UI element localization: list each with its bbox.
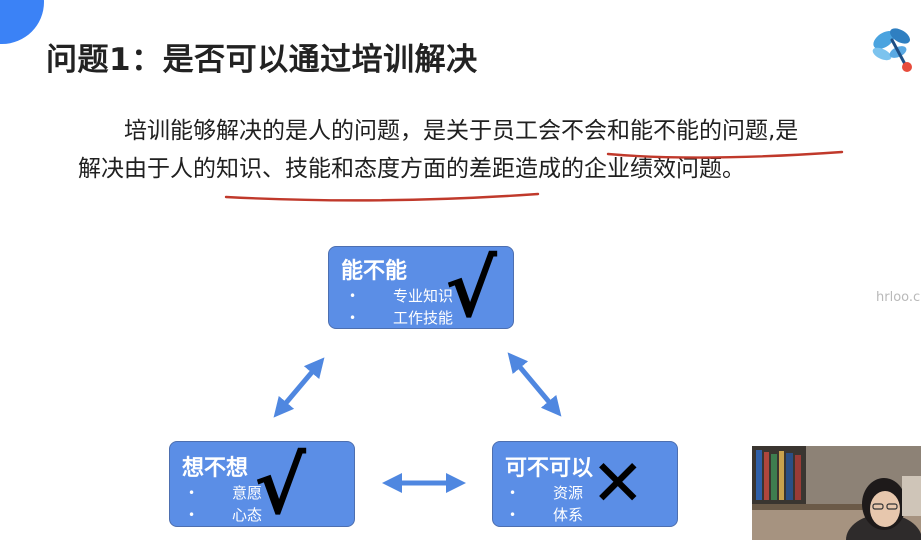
- node-capability-list: 专业知识 工作技能: [349, 285, 453, 329]
- node-willingness: 想不想 意愿 心态 √: [169, 441, 355, 527]
- checkmark-icon: √: [445, 245, 498, 335]
- node-capability: 能不能 专业知识 工作技能 √: [328, 246, 514, 329]
- node-possibility-item-2: 体系: [509, 504, 583, 526]
- node-capability-item-2: 工作技能: [349, 307, 453, 329]
- node-willingness-list: 意愿 心态: [188, 482, 262, 526]
- node-capability-item-1: 专业知识: [349, 285, 453, 307]
- underline-stroke-2: [224, 192, 540, 202]
- arrow-top-right: [507, 352, 562, 417]
- node-capability-title: 能不能: [341, 259, 408, 284]
- cross-icon: ✕: [591, 447, 645, 521]
- slide-title: 问题1：是否可以通过培训解决: [46, 42, 478, 78]
- checkmark-icon: √: [254, 442, 307, 532]
- node-possibility: 可不可以 资源 体系 ✕: [492, 441, 678, 527]
- arrow-top-left: [273, 357, 325, 418]
- node-willingness-item-2: 心态: [188, 504, 262, 526]
- paragraph-line-2: 解决由于人的知识、技能和态度方面的差距造成的企业绩效问题。: [78, 156, 745, 182]
- watermark-text: hrloo.c: [876, 290, 921, 305]
- node-possibility-list: 资源 体系: [509, 482, 583, 526]
- node-willingness-item-1: 意愿: [188, 482, 262, 504]
- node-possibility-title: 可不可以: [505, 456, 594, 481]
- paragraph-line-1: 培训能够解决的是人的问题，是关于员工会不会和能不能的问题,是: [124, 118, 799, 144]
- dragonfly-logo-icon: [872, 28, 912, 72]
- presenter-webcam: [752, 446, 921, 540]
- node-willingness-title: 想不想: [182, 456, 249, 481]
- node-possibility-item-1: 资源: [509, 482, 583, 504]
- corner-accent-shape: [0, 0, 44, 44]
- body-paragraph: 培训能够解决的是人的问题，是关于员工会不会和能不能的问题,是 解决由于人的知识、…: [78, 112, 908, 188]
